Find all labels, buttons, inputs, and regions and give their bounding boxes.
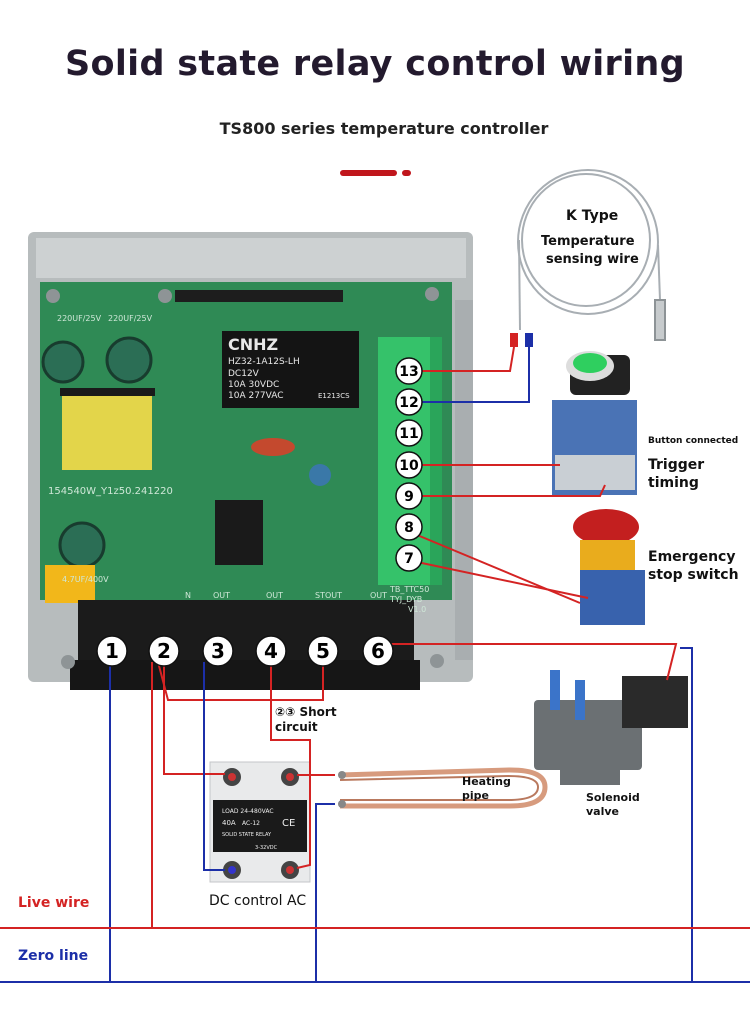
wire-4-ssr <box>270 662 311 869</box>
relay-cert: E1213CS <box>318 392 350 400</box>
sensor-label-line1: K Type <box>566 208 619 224</box>
ssr-name: SOLID STATE RELAY <box>222 832 272 838</box>
relay-spec2: 10A 30VDC <box>228 380 279 390</box>
pcb-label-n: N <box>185 591 191 600</box>
side-terminal-label: 10 <box>399 458 419 474</box>
relay-model: HZ32-1A12S-LH <box>228 357 300 367</box>
sensor-blue-lead <box>525 333 533 347</box>
cap2-label: 220UF/25V <box>108 314 153 323</box>
bottom-terminal-label: 2 <box>157 639 171 663</box>
short-circuit-line2: circuit <box>275 720 318 734</box>
side-terminal-label: 8 <box>404 520 414 536</box>
page-title: Solid state relay control wiring <box>65 44 685 84</box>
pcb-label-out2: OUT <box>266 591 283 600</box>
button-label-line2: timing <box>648 475 699 491</box>
heater-label-line1: Heating <box>462 775 511 788</box>
cap1-label: 220UF/25V <box>57 314 102 323</box>
bottom-terminal-markers: 1 2 3 4 5 6 <box>96 635 394 667</box>
sensor-label-line2: Temperature <box>541 234 635 249</box>
short-circuit-line1: ②③ Short <box>275 705 337 719</box>
estop-label-line2: stop switch <box>648 567 739 583</box>
pcb-label-stout: STOUT <box>315 591 342 600</box>
ssr-ce: CE <box>282 818 295 829</box>
side-terminal-label: 9 <box>404 489 414 505</box>
board-model2: TYJ_DYB <box>389 595 422 604</box>
solenoid-label-line2: valve <box>586 805 619 818</box>
pcb-label-out1: OUT <box>213 591 230 600</box>
pcb-label-out3: OUT <box>370 591 387 600</box>
ssr-type: AC-12 <box>242 820 260 827</box>
k-type-sensor-graphic <box>517 169 666 341</box>
heater-label-line2: pipe <box>462 789 489 802</box>
wires <box>0 346 750 983</box>
relay-spec3: 10A 277VAC <box>228 391 284 401</box>
relay-spec1: DC12V <box>228 369 260 379</box>
cap3-label: 4.7UF/400V <box>62 575 109 584</box>
wire-12-sensor-blue <box>398 347 530 403</box>
board-serial: 154540W_Y1z50.241220 <box>48 486 173 497</box>
wire-heater-zero <box>315 803 335 982</box>
ssr-input: 3-32VDC <box>255 845 278 851</box>
zero-line-label: Zero line <box>18 948 89 964</box>
wire-7-estop <box>397 557 589 599</box>
wire-13-sensor-red <box>398 346 515 372</box>
relay-component <box>222 331 359 408</box>
page-subtitle: TS800 series temperature controller <box>219 119 549 138</box>
button-label-line1: Trigger <box>648 457 705 473</box>
wire-6-solenoid <box>378 643 678 681</box>
relay-brand: CNHZ <box>228 335 278 354</box>
board-model: TB_TTC50 <box>389 585 429 594</box>
controller-unit <box>28 232 473 690</box>
emergency-stop-graphic <box>573 509 645 625</box>
heating-pipe-graphic <box>339 767 548 809</box>
wire-9-button <box>398 484 606 497</box>
wire-3-ssr <box>203 662 225 871</box>
accent-dash-long <box>340 170 397 176</box>
wire-solenoid-zero <box>680 647 693 982</box>
side-terminal-label: 12 <box>399 395 418 411</box>
sensor-label-line3: sensing wire <box>546 252 639 267</box>
sensor-red-lead <box>510 333 518 347</box>
side-terminal-label: 11 <box>399 426 418 442</box>
bottom-terminal-label: 3 <box>211 639 225 663</box>
solenoid-valve-graphic <box>534 670 688 785</box>
accent-dash-short <box>402 170 411 176</box>
ssr-module <box>209 761 311 883</box>
ssr-rating: 40A <box>222 819 236 827</box>
side-terminal-markers: 13 12 11 10 9 8 7 <box>395 357 423 572</box>
board-version: V1.0 <box>408 605 426 614</box>
bottom-terminal-label: 4 <box>264 639 278 663</box>
bottom-terminal-label: 5 <box>316 639 330 663</box>
button-note: Button connected <box>648 436 739 446</box>
bottom-terminal-label: 6 <box>371 639 385 663</box>
bottom-terminal-label: 1 <box>105 639 119 663</box>
estop-label-line1: Emergency <box>648 549 736 565</box>
solenoid-label-line1: Solenoid <box>586 791 640 804</box>
side-terminal-label: 13 <box>399 364 418 380</box>
side-terminal-label: 7 <box>404 551 414 567</box>
push-button-graphic <box>552 351 637 495</box>
live-wire-label: Live wire <box>18 895 90 911</box>
ssr-load: LOAD 24-480VAC <box>222 808 274 815</box>
ssr-caption: DC control AC <box>209 893 307 909</box>
